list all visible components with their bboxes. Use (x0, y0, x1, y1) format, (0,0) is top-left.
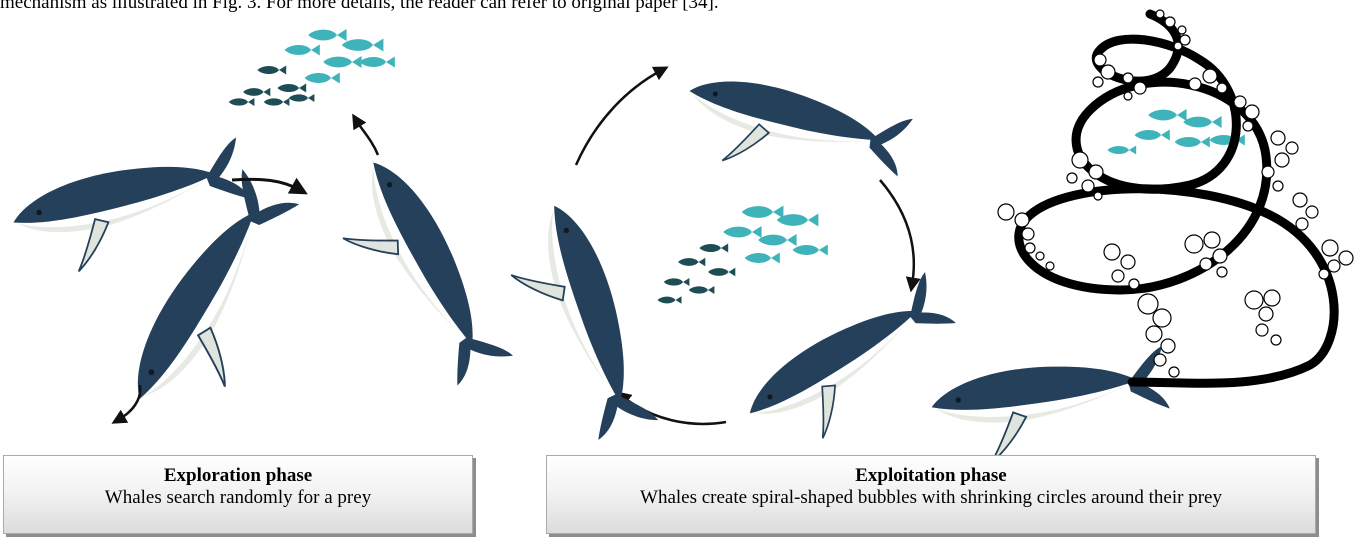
spiral-path (1019, 14, 1334, 383)
arrow-circle-top (576, 70, 662, 165)
whale-mid-top (672, 51, 916, 214)
arrow-down (118, 385, 140, 420)
exploration-illustration (6, 29, 515, 435)
exploration-caption-box: Exploration phase Whales search randomly… (3, 455, 473, 534)
fish-school-center (658, 206, 828, 304)
exploitation-title: Exploitation phase (547, 465, 1315, 487)
whale-left-lower (101, 166, 335, 435)
exploration-title: Exploration phase (4, 465, 472, 487)
fish-school-top (229, 29, 395, 106)
exploitation-description: Whales create spiral-shaped bubbles with… (547, 487, 1315, 509)
encircling-illustration (497, 51, 1173, 467)
fish-school-spiral (1107, 109, 1244, 155)
whale-mid-right (928, 346, 1172, 467)
whale-mid-bottom (730, 271, 974, 463)
exploration-description: Whales search randomly for a prey (4, 487, 472, 509)
bubble-net-spiral (998, 10, 1353, 383)
whale-left-vertical (319, 144, 514, 403)
whale-mid-left (497, 194, 659, 451)
arrow-up (356, 120, 378, 155)
arrow-circle-right (880, 180, 914, 285)
exploitation-caption-box: Exploitation phase Whales create spiral-… (546, 455, 1316, 534)
